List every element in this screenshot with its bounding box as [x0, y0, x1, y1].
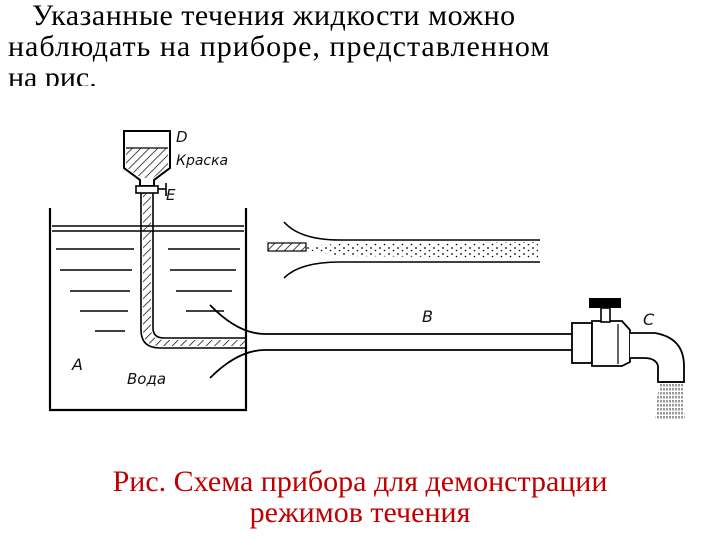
label-kraska: Краска — [176, 153, 228, 169]
caption-line-2: режимов течения — [249, 496, 471, 529]
heading-line-2: наблюдать на приборе, представленном — [8, 30, 551, 63]
heading-line-1: Указанные течения жидкости можно — [32, 0, 516, 32]
dye-tube — [140, 193, 245, 349]
water-surface-lines — [52, 225, 244, 332]
caption-line-1: Рис. Схема прибора для демонстрации — [112, 465, 608, 498]
label-d: D — [176, 128, 188, 146]
faucet — [571, 298, 685, 420]
dye-reservoir — [123, 130, 171, 187]
heading-line-3: на рис. — [8, 62, 97, 86]
label-b: B — [422, 307, 433, 326]
label-e: E — [166, 186, 176, 204]
water-tank — [48, 208, 248, 412]
flow-inset — [267, 221, 540, 279]
heading-text: Указанные течения жидкости можно наблюда… — [8, 0, 714, 86]
figure-caption: Рис. Схема прибора для демонстрации режи… — [0, 466, 720, 528]
label-a: A — [71, 355, 83, 374]
label-c: C — [643, 310, 655, 329]
label-voda: Вода — [127, 370, 166, 388]
glass-pipe — [209, 304, 572, 379]
